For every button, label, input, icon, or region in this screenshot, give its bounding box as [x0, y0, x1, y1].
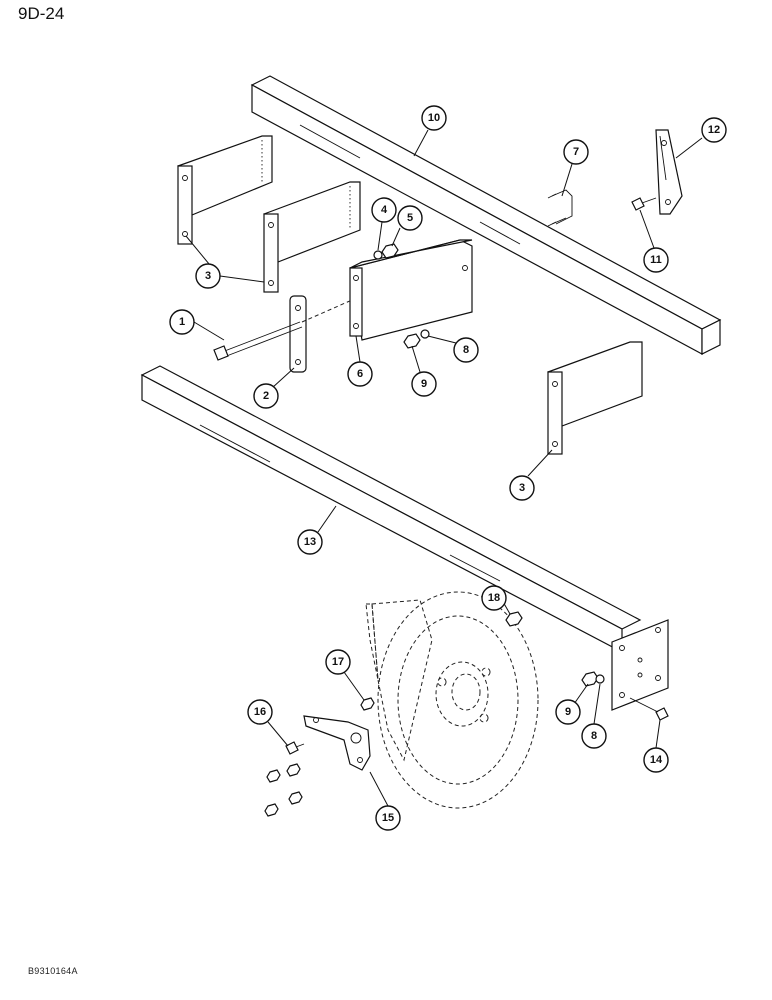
callout-5: 5: [397, 205, 423, 231]
svg-text:18: 18: [488, 592, 500, 604]
callout-6: 6: [347, 361, 373, 387]
washer-4: [373, 250, 383, 260]
callout-8-upper: 8: [453, 337, 479, 363]
nut-9-upper: [403, 333, 421, 349]
leader-lines: [185, 129, 703, 807]
callout-18: 18: [481, 585, 507, 611]
figure-code: B9310164A: [28, 966, 78, 976]
svg-text:7: 7: [573, 146, 579, 158]
svg-text:2: 2: [263, 390, 269, 402]
svg-text:8: 8: [463, 344, 469, 356]
washer-8-upper: [420, 329, 430, 339]
callout-14: 14: [643, 747, 669, 773]
bracket-12: [655, 129, 683, 215]
disc-hub-assembly: [365, 591, 539, 809]
nut-5: [381, 243, 399, 259]
bolt-16: [285, 741, 305, 755]
callout-11: 11: [643, 247, 669, 273]
svg-text:10: 10: [428, 112, 440, 124]
svg-text:8: 8: [591, 730, 597, 742]
bracket-3-right: [547, 341, 643, 455]
svg-text:11: 11: [650, 254, 662, 266]
svg-text:15: 15: [382, 812, 394, 824]
svg-text:12: 12: [708, 124, 720, 136]
callout-9-lower: 9: [555, 699, 581, 725]
callout-3-right: 3: [509, 475, 535, 501]
svg-text:3: 3: [519, 482, 525, 494]
callout-3-left: 3: [195, 263, 221, 289]
bracket-3-upper-left: [177, 135, 273, 245]
bolt-11: [631, 197, 657, 211]
bolt-14: [629, 697, 669, 721]
svg-text:14: 14: [650, 754, 663, 766]
svg-text:9: 9: [421, 378, 427, 390]
svg-text:16: 16: [254, 706, 266, 718]
svg-text:13: 13: [304, 536, 316, 548]
bracket-3-middle: [263, 181, 361, 293]
nut-9-lower: [581, 671, 599, 687]
callout-2: 2: [253, 383, 279, 409]
plate-2: [289, 295, 307, 373]
nut-group: [264, 763, 303, 817]
page-number: 9D-24: [18, 4, 65, 23]
nut-17: [360, 697, 375, 711]
svg-text:1: 1: [179, 316, 185, 328]
callout-7: 7: [563, 139, 589, 165]
svg-text:5: 5: [407, 212, 413, 224]
callout-15: 15: [375, 805, 401, 831]
callout-12: 12: [701, 117, 727, 143]
nut-18: [505, 611, 523, 627]
svg-text:9: 9: [565, 706, 571, 718]
callout-4: 4: [371, 197, 397, 223]
callout-9-upper: 9: [411, 371, 437, 397]
washer-8-lower: [595, 674, 605, 684]
upper-tube: [250, 75, 722, 356]
callout-17: 17: [325, 649, 351, 675]
callout-16: 16: [247, 699, 273, 725]
callout-8-lower: 8: [581, 723, 607, 749]
svg-text:6: 6: [357, 368, 363, 380]
end-plate: [611, 619, 669, 711]
callout-13: 13: [297, 529, 323, 555]
bracket-6: [349, 239, 473, 341]
u-bolt-7: [547, 189, 573, 227]
callout-10: 10: [421, 105, 447, 131]
svg-text:17: 17: [332, 656, 344, 668]
bracket-15: [303, 715, 371, 771]
svg-text:3: 3: [205, 270, 211, 282]
svg-text:4: 4: [381, 204, 388, 216]
bolt-1: [213, 299, 353, 361]
callout-1: 1: [169, 309, 195, 335]
